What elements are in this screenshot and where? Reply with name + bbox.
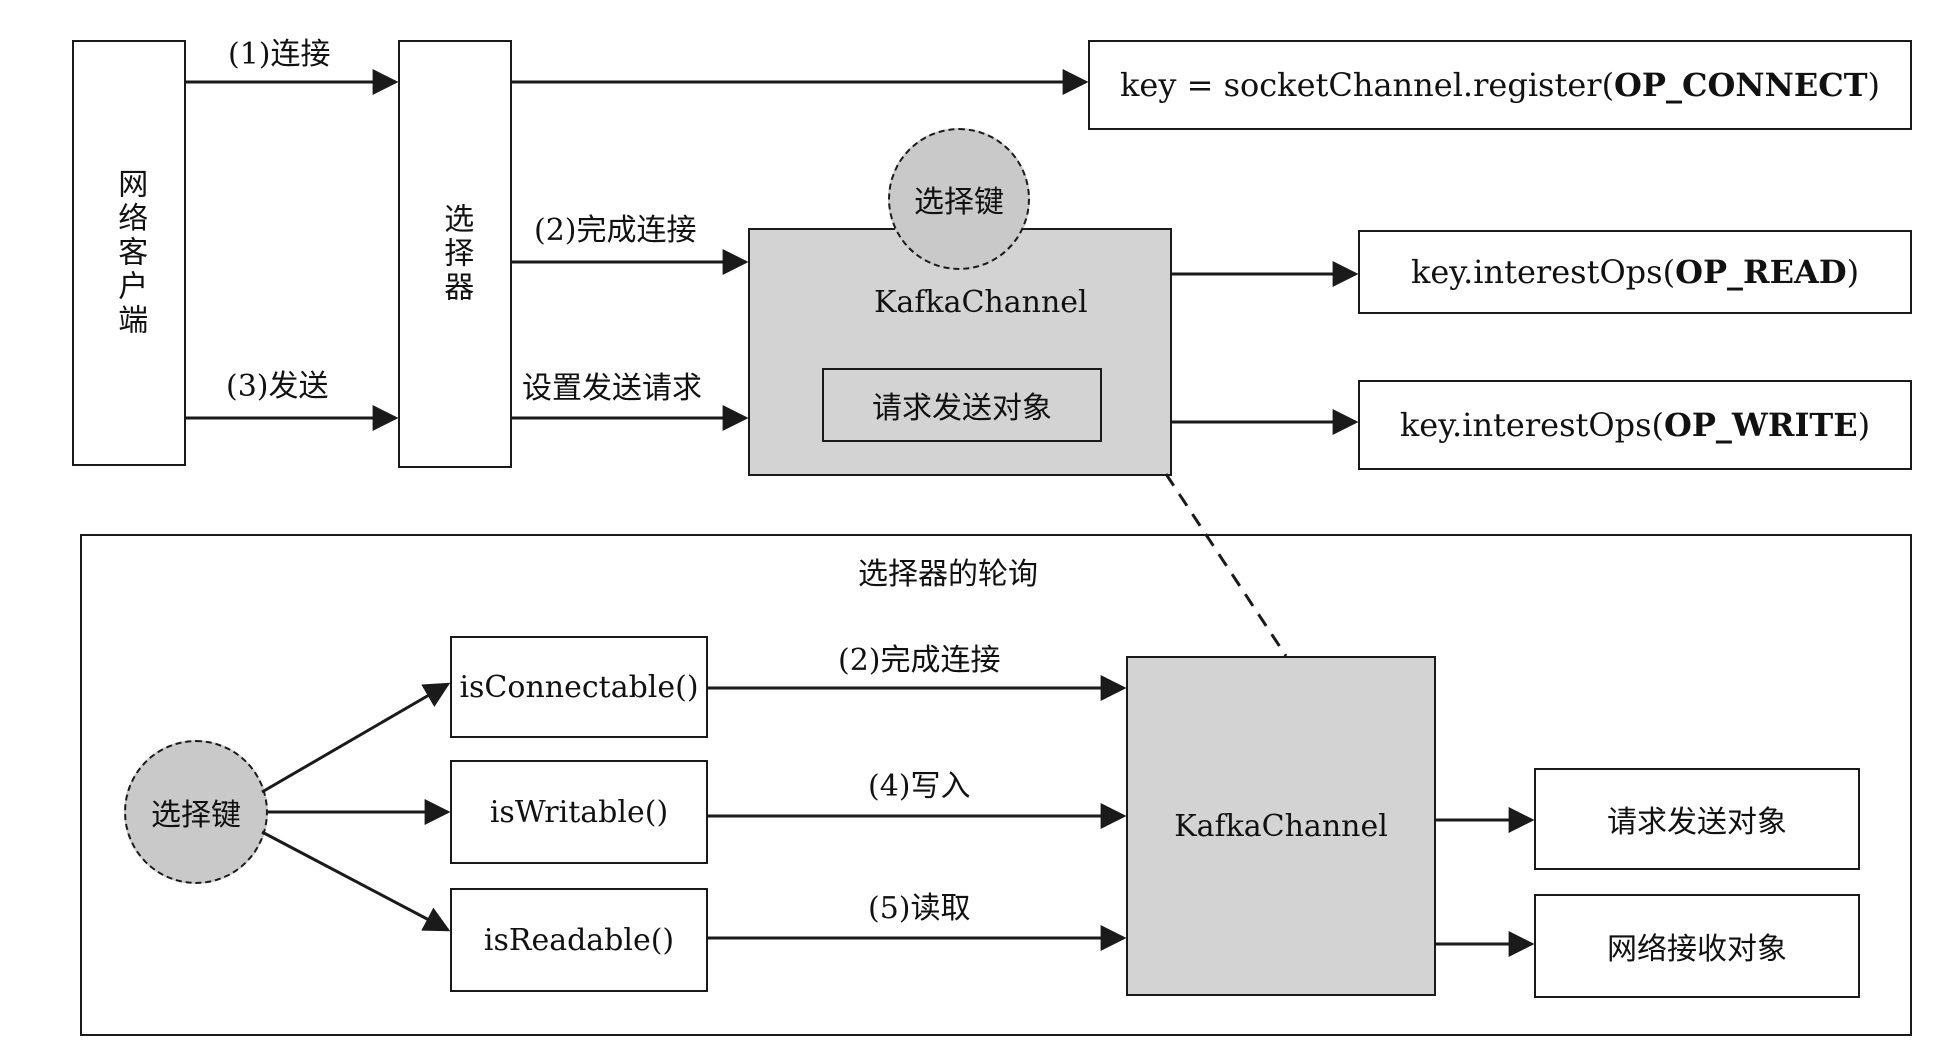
selection-key-circle-top: 选择键 [888,128,1030,270]
send-object-label-top: 请求发送对象 [872,391,1052,426]
finish-connect-arrow-label-top: (2)完成连接 [534,213,697,248]
arrow-key-to-readable [261,830,451,932]
write-keyword: OP_WRITE [1663,406,1858,444]
register-keyword: OP_CONNECT [1614,66,1868,104]
register-code-text: key = socketChannel.register(OP_CONNECT) [1120,66,1880,104]
dashed-channel-link [1164,473,1288,657]
is-writable-box: isWritable() [450,760,708,864]
write-arrow-label: (4)写入 [868,769,971,804]
interest-read-code-box: key.interestOps(OP_READ) [1358,230,1912,314]
selection-key-label-top: 选择键 [914,185,1004,220]
interest-write-code-box: key.interestOps(OP_WRITE) [1358,380,1912,470]
selector-label: 选择器 [438,203,474,305]
selector-polling-frame [80,534,1912,1036]
kafka-channel-label-bottom: KafkaChannel [1174,808,1388,844]
is-readable-label: isReadable() [483,922,675,958]
arrow-key-to-connectable [261,682,451,794]
kafka-channel-label-top: KafkaChannel [874,285,1088,320]
selector-box: 选择器 [398,40,512,468]
selection-key-label-bottom: 选择键 [151,798,241,833]
read-arrow-label: (5)读取 [868,891,971,926]
kafka-channel-box-top: KafkaChannel 请求发送对象 [748,228,1172,476]
finish-connect-arrow-label-bottom: (2)完成连接 [838,643,1001,678]
register-code-box: key = socketChannel.register(OP_CONNECT) [1088,40,1912,130]
kafka-channel-box-bottom: KafkaChannel [1126,656,1436,996]
interest-read-code-text: key.interestOps(OP_READ) [1410,253,1860,291]
network-client-label: 网络客户端 [112,168,148,338]
is-readable-box: isReadable() [450,888,708,992]
is-connectable-label: isConnectable() [459,669,699,705]
is-writable-label: isWritable() [489,794,669,830]
receive-object-box: 网络接收对象 [1534,894,1860,998]
is-connectable-box: isConnectable() [450,636,708,738]
send-object-label-bottom: 请求发送对象 [1607,805,1787,840]
selector-polling-title: 选择器的轮询 [858,557,1038,592]
receive-object-label: 网络接收对象 [1607,932,1787,967]
send-object-box-bottom: 请求发送对象 [1534,768,1860,870]
selection-key-circle-bottom: 选择键 [124,740,268,884]
set-send-request-label: 设置发送请求 [522,371,702,406]
send-object-box-top: 请求发送对象 [822,368,1102,442]
send-arrow-label: (3)发送 [226,369,329,404]
read-keyword: OP_READ [1675,253,1847,291]
connect-arrow-label: (1)连接 [228,37,331,72]
interest-write-code-text: key.interestOps(OP_WRITE) [1399,406,1871,444]
network-client-box: 网络客户端 [72,40,186,466]
